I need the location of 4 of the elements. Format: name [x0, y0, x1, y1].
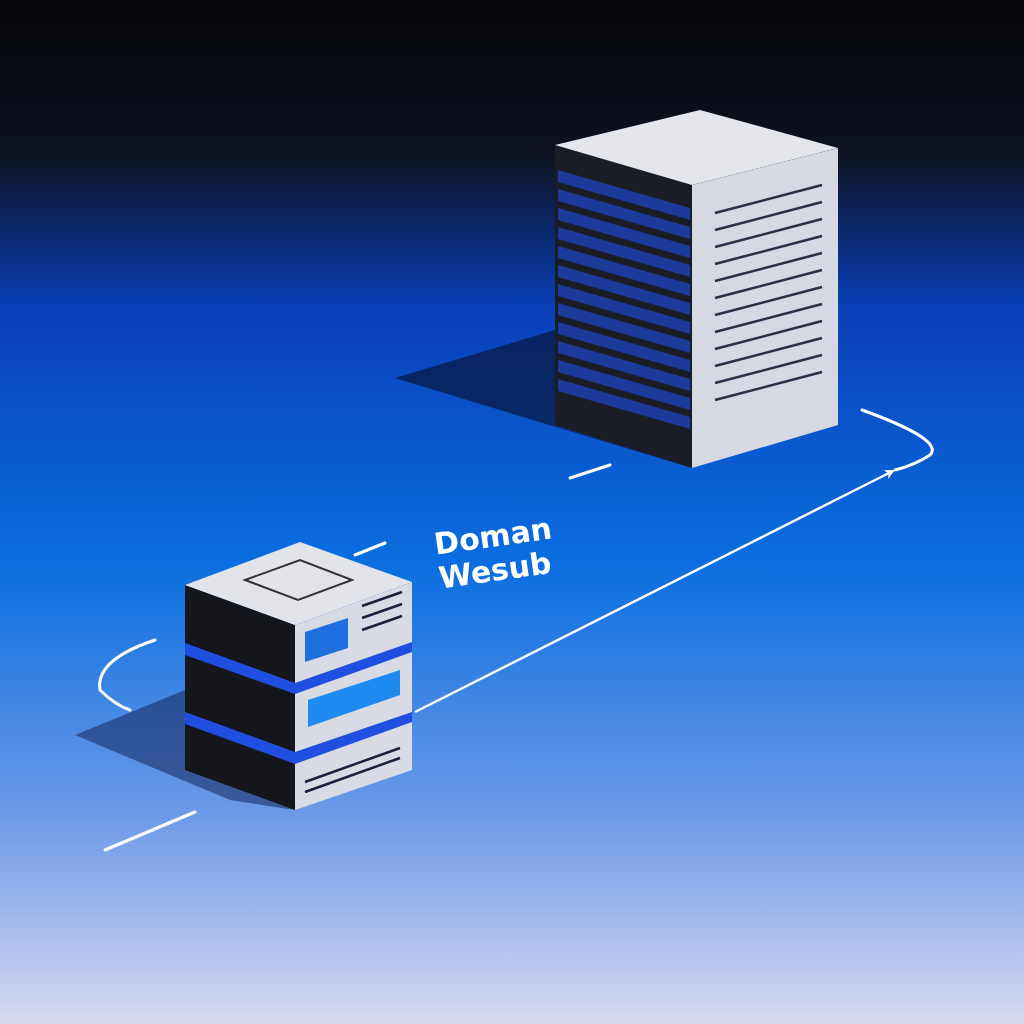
server-drawing: [555, 110, 838, 468]
server-drawing: [185, 542, 412, 810]
caption-text: Doman Wesub: [432, 511, 555, 596]
arrow: [414, 469, 895, 714]
